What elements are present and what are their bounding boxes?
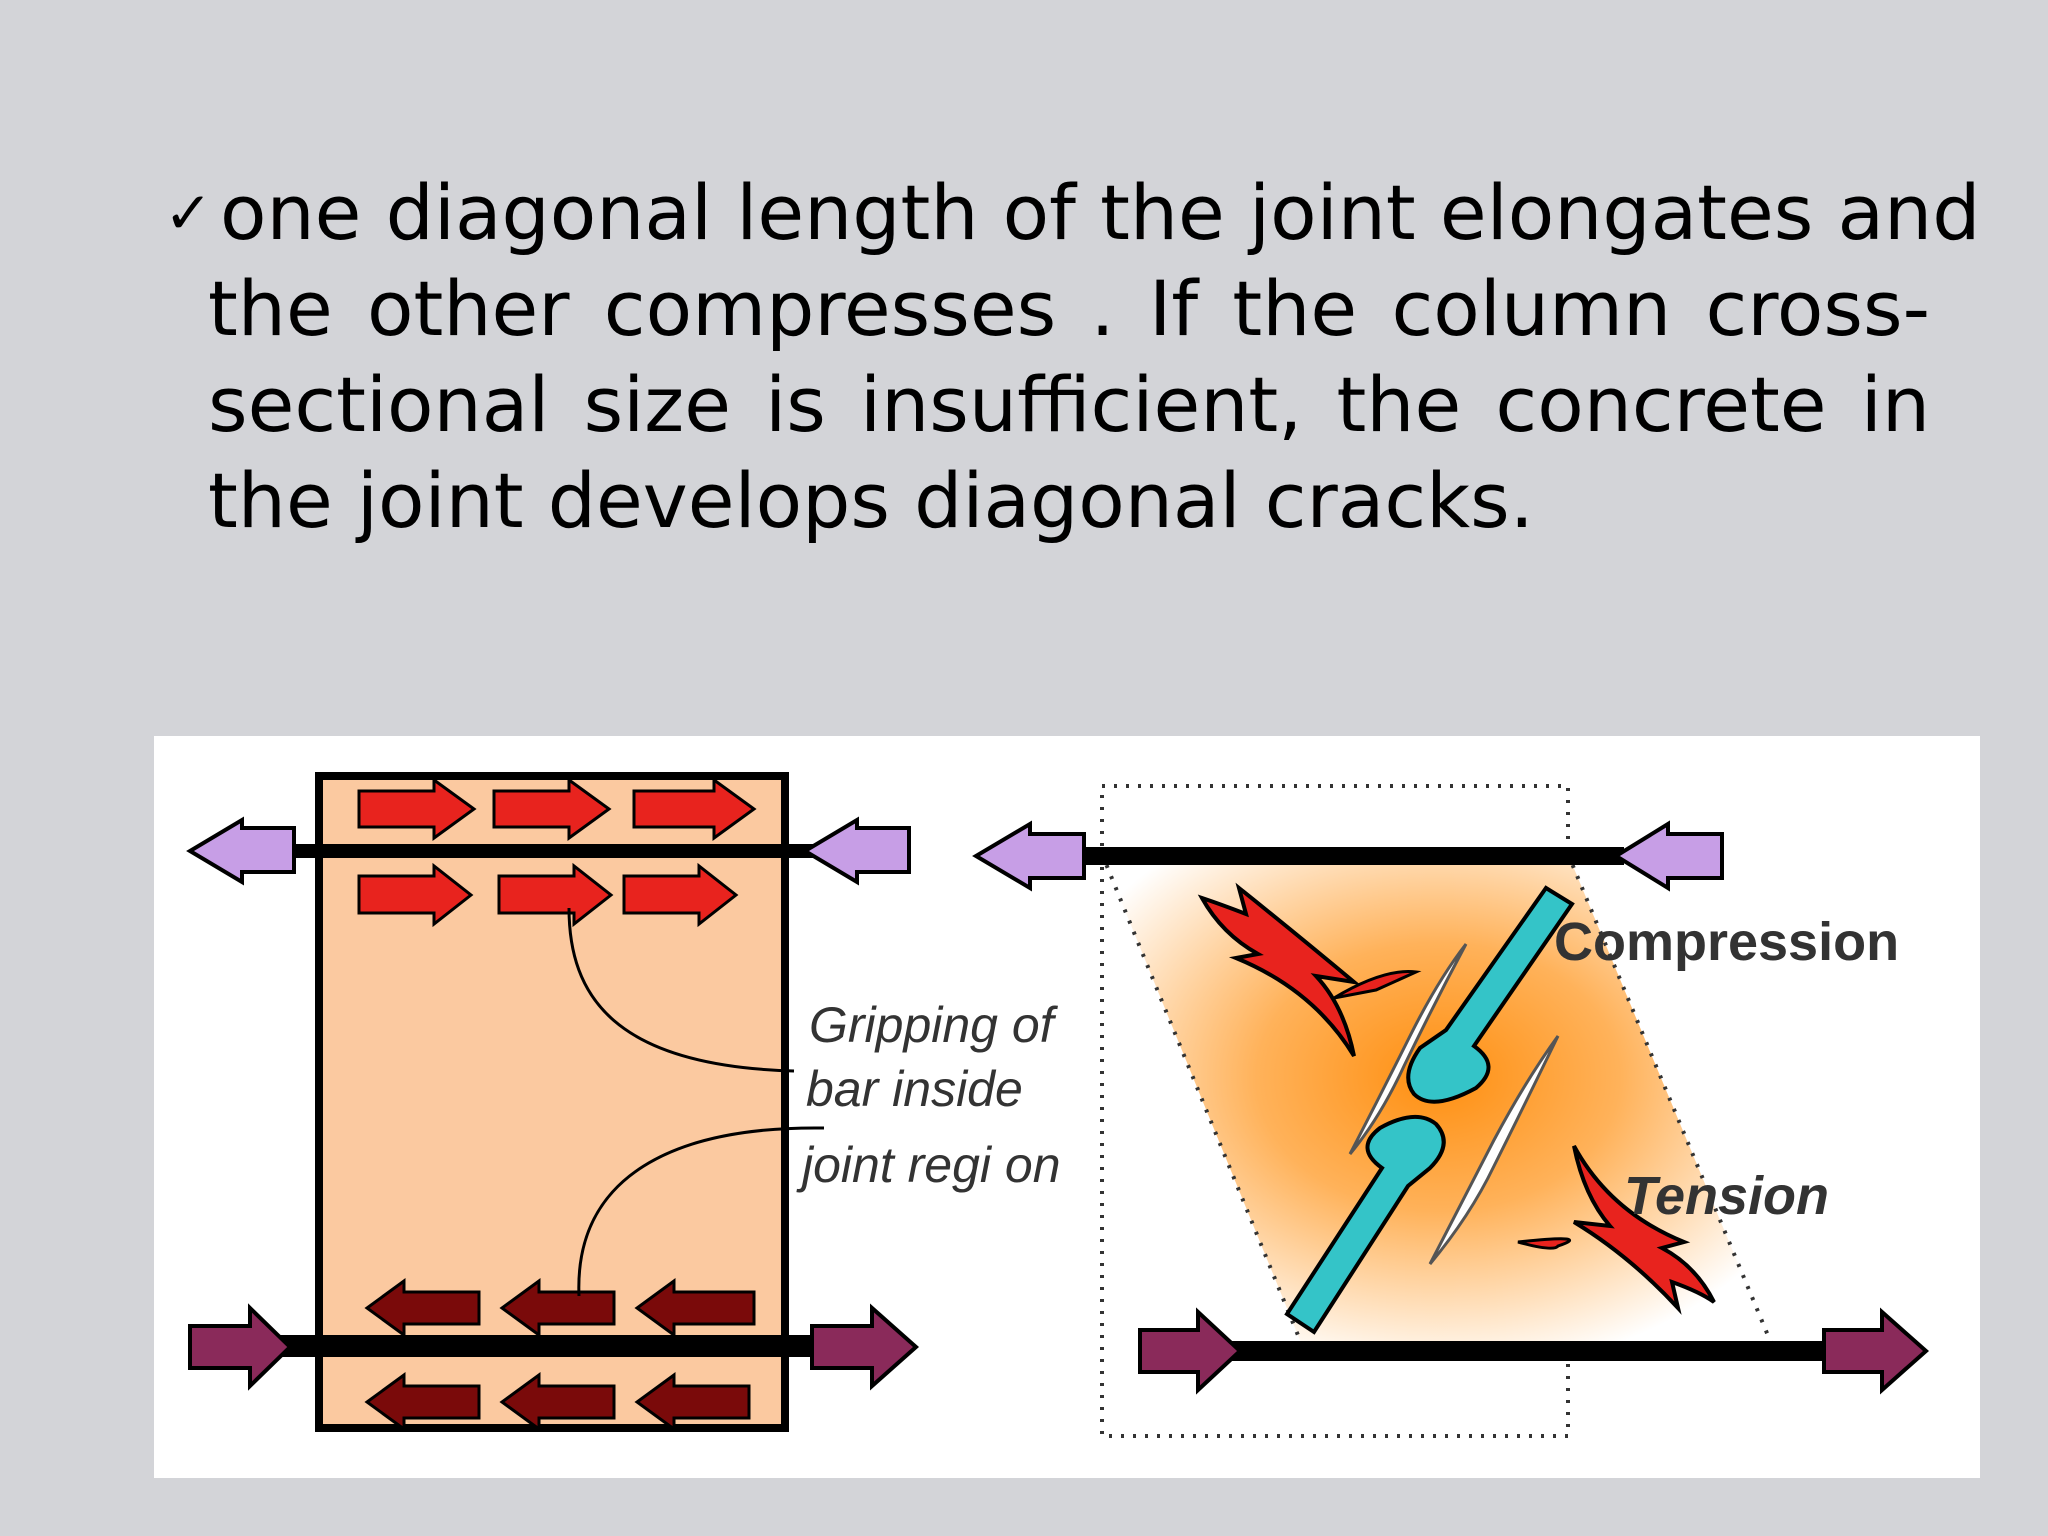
deformed-edge-left: [1100, 853, 1306, 1351]
leader-line-top: [567, 907, 795, 1073]
tension-label: Tension: [1624, 1166, 1829, 1226]
bond-force-arrows-top-2: [357, 862, 739, 928]
arrow-left-icon: [1612, 820, 1724, 892]
arrow-left-icon: [634, 1372, 751, 1432]
crack-right: [1428, 1035, 1560, 1265]
tension-arrow-bottom: [1572, 1145, 1716, 1315]
tension-arrow-bottom-fin: [1517, 1237, 1572, 1250]
arrow-right-icon: [188, 1303, 293, 1391]
compression-strut-bottom: [1284, 1115, 1446, 1335]
gripping-label-3: joint regi on: [796, 1137, 1061, 1193]
crack-left: [1348, 943, 1468, 1155]
arrow-right-icon: [622, 862, 739, 928]
slide-text: ✓ one diagonal length of the joint elong…: [160, 165, 1981, 549]
arrow-right-icon: [1822, 1307, 1930, 1395]
arrow-right-icon: [810, 1303, 920, 1391]
bond-force-arrows-bottom-2: [364, 1372, 751, 1432]
block-arrow-icon: [1284, 1115, 1446, 1335]
arrow-right-icon: [492, 777, 612, 841]
gripping-label-1: Gripping of: [809, 997, 1059, 1053]
arrow-left-icon: [364, 1278, 481, 1338]
arrow-left-icon: [499, 1372, 616, 1432]
arrow-right-icon: [1138, 1307, 1243, 1395]
compression-strut-top: [1406, 885, 1575, 1104]
arrow-left-icon: [186, 816, 296, 886]
arrow-right-icon: [357, 862, 474, 928]
text-line-3: sectional size is insufficient, the conc…: [208, 360, 1930, 449]
compression-label: Compression: [1554, 912, 1899, 972]
arrow-left-icon: [499, 1278, 616, 1338]
left-panel: Gripping of bar inside joint regi on: [186, 772, 1061, 1432]
arrow-left-icon: [634, 1278, 756, 1338]
joint-diagram: Gripping of bar inside joint regi on: [154, 736, 1980, 1478]
arrow-right-icon: [632, 777, 757, 841]
tension-arrow-top: [1197, 882, 1361, 1058]
leader-line-bottom: [577, 1126, 825, 1297]
right-panel: Compression Tension: [972, 784, 1930, 1438]
arrow-left-icon: [364, 1372, 481, 1432]
arrow-left-icon: [972, 820, 1086, 892]
joint-block: [315, 772, 789, 1432]
gripping-label-2: bar inside: [806, 1061, 1023, 1117]
tension-arrow-top-fin: [1333, 970, 1422, 1000]
joint-diagram-svg: Gripping of bar inside joint regi on: [186, 772, 1930, 1438]
block-arrow-icon: [1406, 885, 1575, 1104]
arrow-left-icon: [801, 816, 911, 886]
text-line-2: the other compresses . If the column cro…: [208, 264, 1930, 353]
text-line-4: the joint develops diagonal cracks.: [208, 456, 1534, 545]
text-line-1: one diagonal length of the joint elongat…: [220, 168, 1981, 257]
check-icon: ✓: [164, 179, 213, 247]
arrow-right-icon: [497, 862, 614, 928]
bond-force-arrows-bottom-1: [364, 1278, 756, 1338]
bond-force-arrows-top-1: [357, 777, 757, 841]
arrow-right-icon: [357, 777, 477, 841]
